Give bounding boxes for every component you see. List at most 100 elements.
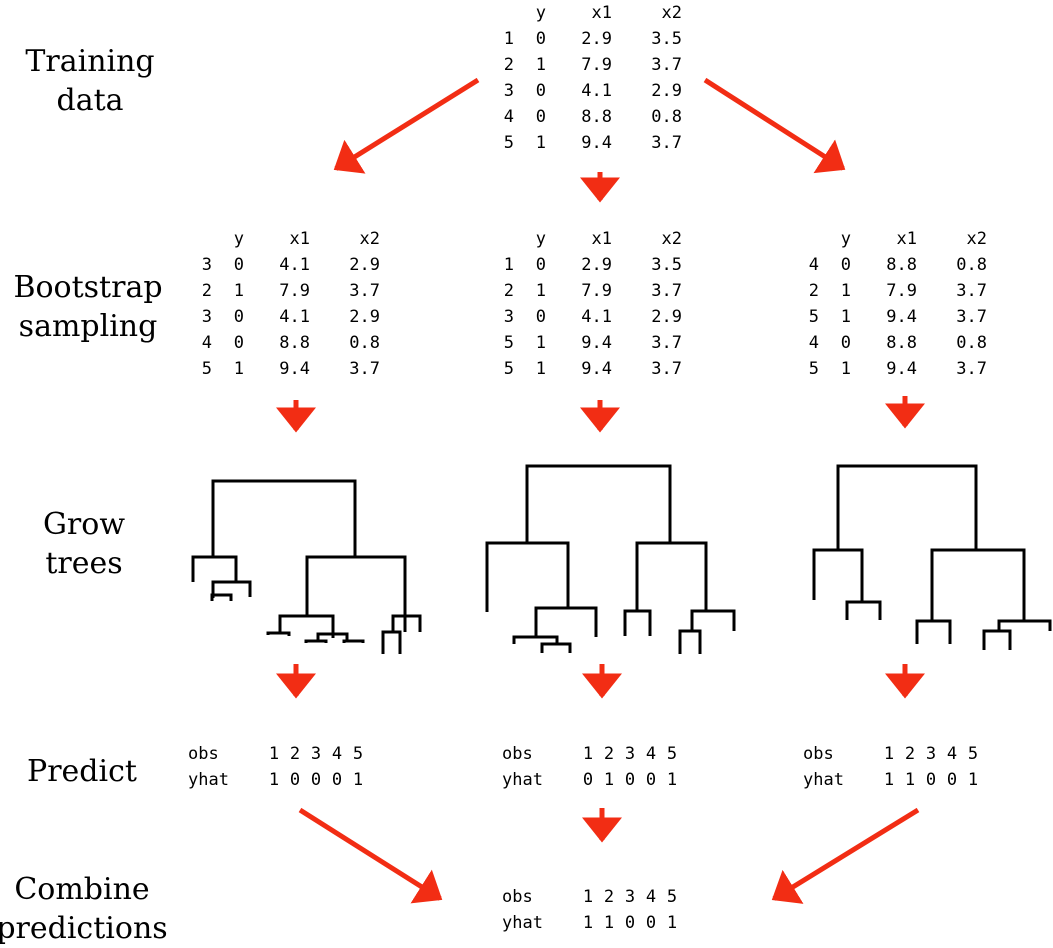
obs-value: 1 [268,744,280,764]
cell-x1: 4.1 [581,307,612,327]
stage-label-line: Grow [42,507,126,542]
cell-y: 1 [535,133,546,153]
cell-x1: 8.8 [279,333,310,353]
yhat-value: 0 [289,770,301,790]
yhat-value: 0 [645,770,657,790]
cell-x2: 3.7 [956,359,987,379]
cell-x1: 9.4 [886,307,917,327]
column-header-y: y [535,3,546,23]
cell-x1: 4.1 [581,81,612,101]
cell-x2: 0.8 [651,107,682,127]
row-index: 3 [201,307,212,327]
obs-label: obs [502,887,533,907]
obs-value: 4 [645,744,657,764]
obs-label: obs [188,744,219,764]
cell-y: 0 [840,255,851,275]
yhat-label: yhat [188,770,229,790]
arrow-predict-3-to-combine [771,807,920,904]
cell-x2: 3.7 [651,333,682,353]
stage-label-bootstrap: Bootstrap sampling [0,268,178,346]
obs-value: 2 [289,744,301,764]
column-header-y: y [233,229,244,249]
cell-x2: 0.8 [956,255,987,275]
column-header-x1: x1 [289,229,310,249]
stage-label-line: data [56,83,124,118]
cell-x1: 4.1 [279,255,310,275]
cell-x1: 9.4 [581,333,612,353]
obs-value: 5 [967,744,979,764]
yhat-label: yhat [502,770,543,790]
obs-value: 5 [666,887,678,907]
cell-x1: 8.8 [886,333,917,353]
stage-label-training: Training data [0,42,180,120]
row-index: 4 [503,107,514,127]
row-index: 2 [503,281,514,301]
column-header-x1: x1 [591,229,612,249]
row-index: 5 [808,359,819,379]
cell-x2: 0.8 [349,333,380,353]
row-index: 3 [201,255,212,275]
obs-value: 5 [352,744,364,764]
stage-label-line: Bootstrap [13,270,163,305]
cell-y: 0 [233,255,244,275]
yhat-value: 1 [967,770,979,790]
cell-y: 1 [840,359,851,379]
cell-y: 1 [233,281,244,301]
obs-value: 3 [624,744,636,764]
yhat-value: 1 [352,770,364,790]
column-header-y: y [535,229,546,249]
row-index: 4 [201,333,212,353]
yhat-value: 1 [603,770,615,790]
yhat-value: 1 [666,913,678,933]
cell-y: 0 [535,29,546,49]
row-index: 2 [201,281,212,301]
cell-y: 1 [233,359,244,379]
obs-value: 5 [666,744,678,764]
row-index: 5 [808,307,819,327]
cell-x2: 3.7 [651,133,682,153]
arrow-predict-1-to-combine [298,807,443,904]
obs-value: 4 [645,887,657,907]
cell-x2: 2.9 [349,255,380,275]
yhat-label: yhat [502,913,543,933]
yhat-value: 0 [624,770,636,790]
stage-label-line: sampling [18,309,158,344]
cell-y: 1 [840,281,851,301]
row-index: 5 [201,359,212,379]
yhat-value: 0 [645,913,657,933]
cell-x1: 8.8 [581,107,612,127]
column-header-x2: x2 [359,229,380,249]
column-header-x2: x2 [661,3,682,23]
column-header-x1: x1 [591,3,612,23]
obs-value: 4 [331,744,343,764]
cell-x1: 9.4 [581,133,612,153]
cell-y: 0 [840,333,851,353]
column-header-y: y [840,229,851,249]
cell-x2: 3.5 [651,255,682,275]
stage-label-combine: Combine predictions [0,870,172,948]
cell-x2: 3.7 [651,359,682,379]
cell-x2: 3.7 [956,281,987,301]
cell-y: 1 [535,359,546,379]
cell-x1: 9.4 [886,359,917,379]
yhat-value: 0 [331,770,343,790]
arrow-training-to-sample-3 [703,77,846,174]
yhat-value: 1 [268,770,280,790]
cell-x1: 2.9 [581,29,612,49]
row-index: 4 [808,333,819,353]
tree-2 [485,464,736,654]
cell-x1: 7.9 [279,281,310,301]
stage-label-grow: Grow trees [0,505,174,583]
obs-value: 1 [883,744,895,764]
cell-x1: 9.4 [581,359,612,379]
yhat-value: 1 [666,770,678,790]
arrows-group [276,77,925,904]
obs-value: 1 [582,887,594,907]
stage-label-predict: Predict [0,752,172,791]
obs-value: 4 [946,744,958,764]
row-index: 1 [503,255,514,275]
yhat-value: 0 [310,770,322,790]
cell-y: 1 [535,281,546,301]
yhat-value: 1 [904,770,916,790]
